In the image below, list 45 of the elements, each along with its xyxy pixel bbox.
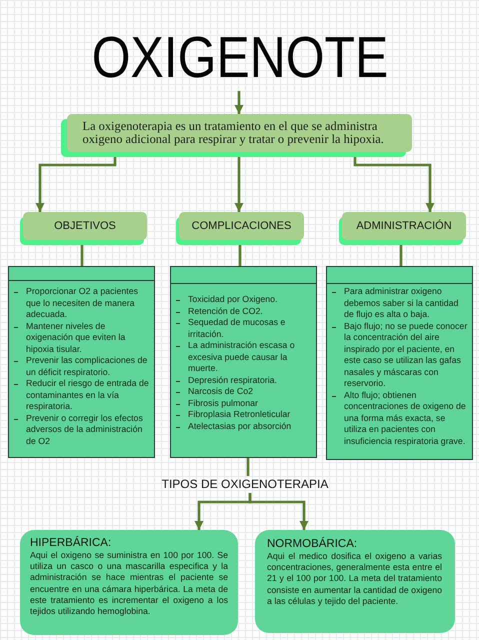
list-item-text: Prevenir o corregir los efectos adversos de la administración de O2 bbox=[26, 412, 144, 447]
connector-line bbox=[246, 458, 250, 476]
list-item-text: Atelectasias por absorción bbox=[188, 420, 292, 432]
definition-box bbox=[61, 114, 412, 157]
therapy-type-card bbox=[20, 530, 238, 635]
list-item-text: Prevenir las complicaciones de un déficit respiratorio. bbox=[26, 355, 148, 378]
list-item-text: Proporcionar O2 a pacientes que lo necesiten de manera adecuada. bbox=[26, 286, 139, 320]
category-heading-box bbox=[176, 212, 304, 245]
arrow bbox=[248, 493, 308, 530]
connector-line bbox=[400, 245, 402, 266]
list-item-text: Retención de CO2. bbox=[188, 306, 263, 317]
therapy-type-description: Aqui el oxigeno se suministra en 100 por 100. Se utiliza un casco o una mascarilla especifica y la administración se hace mientras el paciente se encuentre en una cámara hiperbárica. La meta de este tratamiento es incrementar el oxigeno a los tejidos utilizando hemoglobina. bbox=[30, 550, 228, 618]
title: OXIGENOTE bbox=[91, 29, 388, 87]
therapy-type-heading: NORMOBÁRICA: bbox=[267, 538, 358, 551]
list-item-text: Para administrar oxigeno debemos saber si la cantidad de flujo es alta o baja. bbox=[344, 286, 460, 320]
therapy-type-card bbox=[255, 530, 455, 633]
bullet-list-panel bbox=[170, 266, 317, 458]
category-heading-box bbox=[339, 212, 466, 245]
arrow bbox=[234, 91, 244, 114]
arrow bbox=[36, 157, 116, 212]
therapy-type-description: Aqui el medico dosifica el oxigeno a varias concentraciones, generalmente esta entre el 21 y el 100 por 100. La meta del tratamiento consiste en aumentar la cantidad de oxigeno a las células y tejido del paciente. bbox=[267, 551, 442, 608]
list-item-text: Narcosis de Co2 bbox=[188, 386, 254, 398]
connector-line bbox=[80, 245, 84, 266]
list-item-text: Depresión respiratoria. bbox=[188, 374, 277, 386]
arrow bbox=[234, 157, 244, 212]
list-item-text: Sequedad de mucosas e irritación. bbox=[188, 317, 286, 340]
category-heading-box bbox=[20, 212, 147, 245]
definition-text: La oxigenoterapia es un tratamiento en el que se administra oxigeno adicional para respirar y tratar o prevenir la hipoxia. bbox=[82, 120, 385, 146]
list-item-text: Mantener niveles de oxigenación que eviten la hipoxia tisular. bbox=[26, 320, 126, 355]
category-heading: COMPLICACIONES bbox=[192, 220, 292, 232]
connector-line bbox=[238, 245, 242, 266]
list-item-text: Toxicidad por Oxigeno. bbox=[188, 294, 278, 306]
category-heading: ADMINISTRACIÓN bbox=[356, 220, 452, 232]
bullet-list-panel bbox=[326, 266, 473, 460]
bullet-list-panel bbox=[8, 266, 155, 458]
list-item-text: Bajo flujo; no se puede conocer la concentración del aire inspirado por el paciente, en este caso se utilizan las gafas nasales y máscaras con reservorio. bbox=[344, 320, 468, 390]
therapy-type-heading: HIPERBÁRICA: bbox=[30, 537, 112, 550]
arrow bbox=[354, 157, 434, 212]
category-heading: OBJETIVOS bbox=[54, 220, 116, 232]
section-label: TIPOS DE OXIGENOTERAPIA bbox=[150, 476, 340, 493]
list-item-text: Fibroplasia Retronleticular bbox=[188, 409, 290, 420]
list-item-text: Reducir el riesgo de entrada de contaminantes en la vía respiratoria. bbox=[26, 378, 150, 412]
list-item-text: Alto flujo; obtienen concentraciones de oxigeno de una forma más exacta, se utiliza en pacientes con insuficiencia respiratoria grave. bbox=[344, 390, 467, 447]
list-item-text: Fibrosis pulmonar bbox=[188, 398, 258, 409]
list-item-text: La administración escasa o excesiva puede causar la muerte. bbox=[188, 340, 296, 374]
